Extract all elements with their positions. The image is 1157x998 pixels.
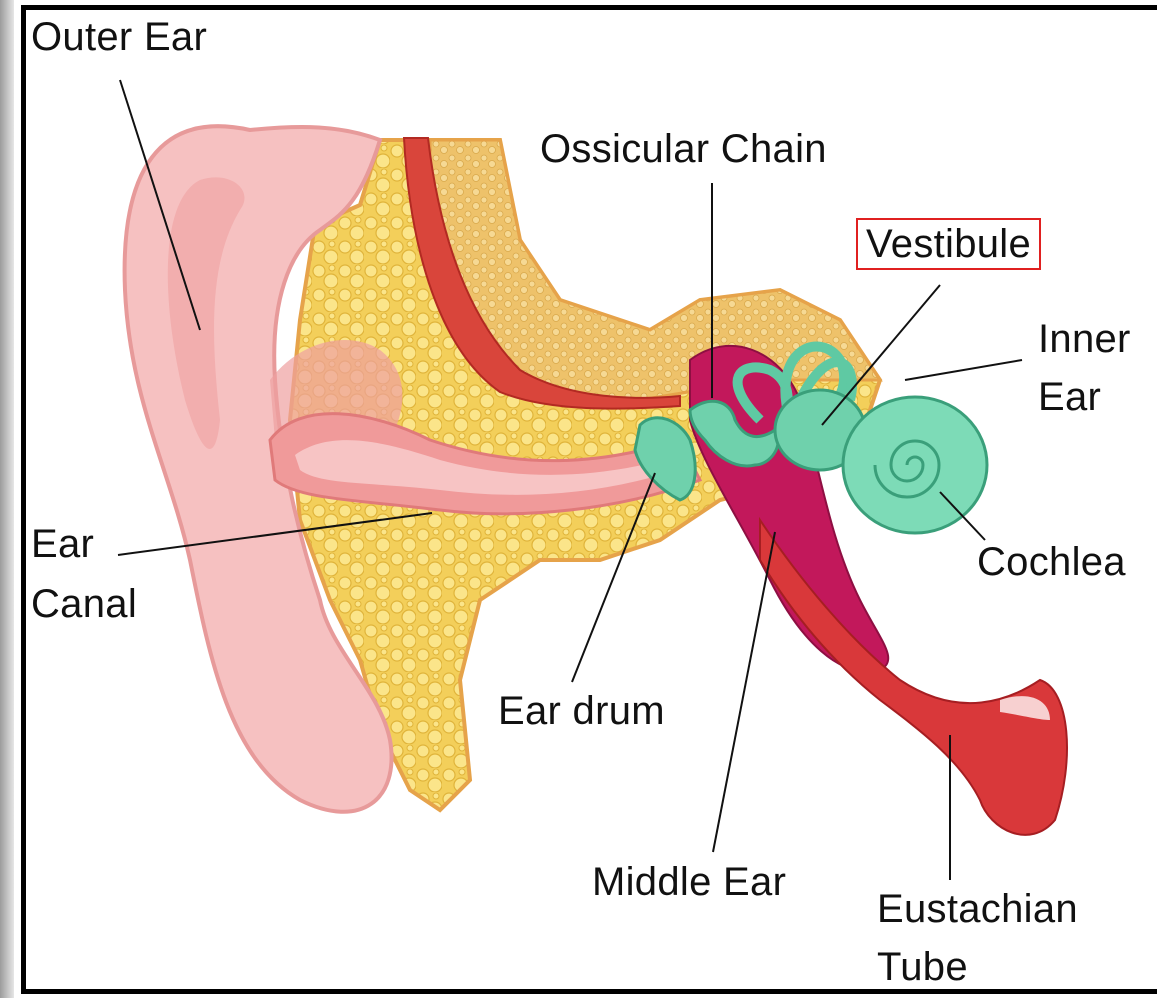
label-vestibule-highlighted: Vestibule (856, 218, 1041, 270)
label-ear-drum: Ear drum (498, 682, 665, 740)
label-outer-ear: Outer Ear (31, 8, 207, 66)
label-ear-canal-line1: Ear (31, 515, 94, 573)
leader-inner-ear (905, 360, 1022, 380)
label-ossicular-chain: Ossicular Chain (540, 120, 827, 178)
label-inner-ear-line1: Inner (1038, 310, 1131, 368)
leader-middle-ear (713, 532, 775, 852)
label-eustachian-tube-line2: Tube (877, 938, 968, 996)
label-eustachian-tube-line1: Eustachian (877, 880, 1078, 938)
label-cochlea: Cochlea (977, 533, 1126, 591)
cochlea-shape (843, 397, 987, 533)
label-inner-ear-line2: Ear (1038, 368, 1101, 426)
label-middle-ear: Middle Ear (592, 853, 786, 911)
label-ear-canal-line2: Canal (31, 575, 137, 633)
